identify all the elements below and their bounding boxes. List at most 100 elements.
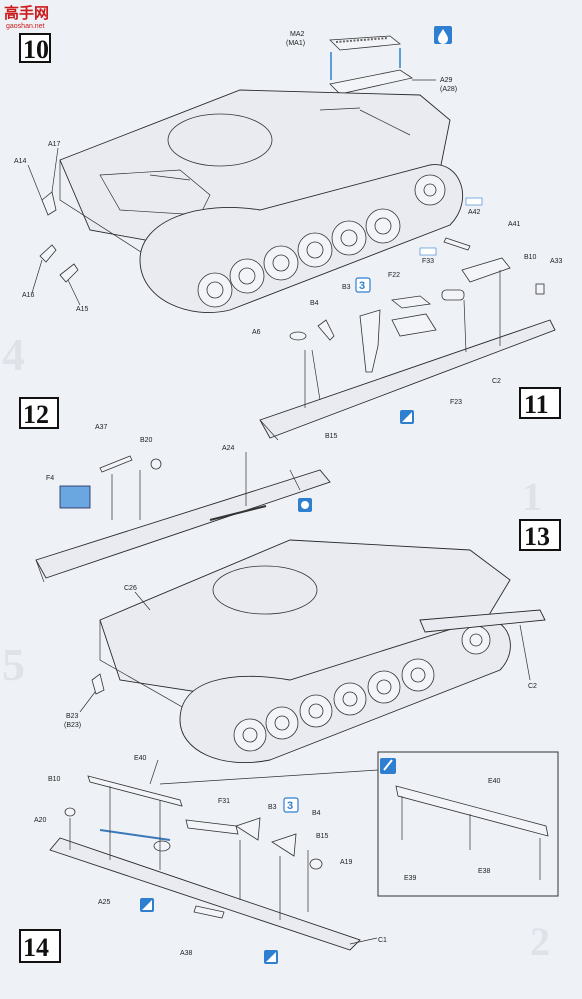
step-13: 13 C26 C2 B23 (B23) bbox=[64, 519, 561, 764]
paint-code-tag bbox=[419, 247, 437, 256]
label-f4: F4 bbox=[46, 475, 54, 482]
label-a15: A15 bbox=[76, 306, 89, 313]
label-a24: A24 bbox=[222, 445, 235, 452]
tank-hull bbox=[99, 539, 511, 764]
ghost-number: 4 bbox=[2, 329, 25, 380]
glue-icon bbox=[264, 950, 278, 964]
step-11: 11 3 A42 A41 B10 A33 F33 F22 B bbox=[252, 197, 563, 441]
count-badge: 3 bbox=[355, 277, 371, 293]
step-number-box bbox=[19, 33, 51, 63]
step-number: 11 bbox=[524, 390, 549, 419]
label-a42: A42 bbox=[468, 209, 481, 216]
glue-icon bbox=[400, 410, 414, 424]
fender-strip bbox=[35, 469, 331, 579]
svg-text:3: 3 bbox=[359, 280, 365, 292]
label-a19: A19 bbox=[340, 859, 353, 866]
watermark-logo: 高手网 gaoshan.net bbox=[4, 4, 49, 30]
label-b4: B4 bbox=[310, 300, 319, 307]
ghost-number: 2 bbox=[530, 919, 550, 964]
label-a6: A6 bbox=[252, 329, 261, 336]
part-f31 bbox=[185, 819, 239, 835]
label-b15: B15 bbox=[316, 833, 329, 840]
label-a28: (A28) bbox=[440, 86, 457, 93]
label-c2: C2 bbox=[492, 378, 501, 385]
part-f22 bbox=[391, 295, 431, 309]
part-a25 bbox=[99, 829, 171, 841]
label-a37: A37 bbox=[95, 424, 108, 431]
step-number: 12 bbox=[23, 400, 49, 429]
fender-c2 bbox=[419, 609, 546, 633]
label-e39: E39 bbox=[404, 875, 417, 882]
label-f23: F23 bbox=[450, 399, 462, 406]
label-c1: C1 bbox=[378, 937, 387, 944]
part-b4 bbox=[317, 319, 335, 341]
label-a20: A20 bbox=[34, 817, 47, 824]
road-wheels bbox=[139, 164, 464, 313]
label-a17: A17 bbox=[48, 141, 61, 148]
step-14: 14 3 E40 B10 A20 F31 B3 B4 B15 A19 bbox=[19, 751, 559, 964]
label-b23-alt: (B23) bbox=[64, 722, 81, 729]
svg-text:高手网: 高手网 bbox=[4, 4, 49, 22]
fender-c2 bbox=[259, 319, 556, 439]
label-a25: A25 bbox=[98, 899, 111, 906]
part-f23 bbox=[391, 313, 437, 337]
part-a42 bbox=[443, 237, 471, 251]
part-b4 bbox=[271, 833, 297, 857]
part-a15 bbox=[59, 263, 79, 283]
fender-c1 bbox=[49, 837, 361, 951]
step-number-box bbox=[19, 397, 59, 429]
part-a41 bbox=[461, 257, 511, 283]
label-a33: A33 bbox=[550, 258, 563, 265]
label-a29: A29 bbox=[440, 77, 453, 84]
step-number: 14 bbox=[23, 933, 49, 962]
label-e40: E40 bbox=[134, 755, 147, 762]
part-a37 bbox=[99, 455, 133, 473]
glue-icon bbox=[140, 898, 154, 912]
label-a14: A14 bbox=[14, 158, 27, 165]
part-b3 bbox=[359, 309, 381, 373]
label-f33: F33 bbox=[422, 258, 434, 265]
engine-grille-part bbox=[329, 35, 414, 95]
part-a16 bbox=[39, 244, 57, 263]
count-badge: 3 bbox=[283, 797, 299, 813]
label-b23: B23 bbox=[66, 713, 79, 720]
label-f31: F31 bbox=[218, 798, 230, 805]
step-number-box bbox=[19, 929, 61, 963]
label-b15: B15 bbox=[325, 433, 338, 440]
step-number-box bbox=[519, 387, 561, 419]
step-10: 10 bbox=[14, 26, 464, 313]
label-ma1: (MA1) bbox=[286, 40, 305, 47]
part-f33 bbox=[441, 289, 465, 301]
label-a16: A16 bbox=[22, 292, 35, 299]
paint-code-tag bbox=[465, 197, 483, 206]
label-b3: B3 bbox=[268, 804, 277, 811]
label-ma2: MA2 bbox=[290, 31, 305, 38]
part-a38 bbox=[193, 905, 225, 919]
label-b20: B20 bbox=[140, 437, 153, 444]
paint-icon bbox=[380, 758, 396, 774]
label-e38: E38 bbox=[478, 868, 491, 875]
label-a41: A41 bbox=[508, 221, 521, 228]
label-c2: C2 bbox=[528, 683, 537, 690]
label-a38: A38 bbox=[180, 950, 193, 957]
label-e40-inset: E40 bbox=[488, 778, 501, 785]
part-a6 bbox=[289, 331, 307, 341]
ghost-number: 1 bbox=[522, 474, 542, 519]
label-c26: C26 bbox=[124, 585, 137, 592]
part-a17 bbox=[41, 191, 57, 216]
part-e40 bbox=[87, 775, 183, 807]
water-drop-icon bbox=[434, 26, 452, 44]
step-12: 12 A37 B20 A24 F4 bbox=[19, 397, 331, 583]
label-f22: F22 bbox=[388, 272, 400, 279]
part-b23 bbox=[91, 673, 105, 695]
part-a20 bbox=[64, 807, 76, 817]
label-b10: B10 bbox=[48, 776, 61, 783]
label-b3: B3 bbox=[342, 284, 351, 291]
part-b3 bbox=[235, 817, 261, 841]
part-a24 bbox=[209, 505, 267, 521]
part-f4 bbox=[59, 485, 91, 509]
svg-text:gaoshan.net: gaoshan.net bbox=[6, 23, 45, 30]
part-b20 bbox=[150, 458, 162, 470]
label-b10: B10 bbox=[524, 254, 537, 261]
